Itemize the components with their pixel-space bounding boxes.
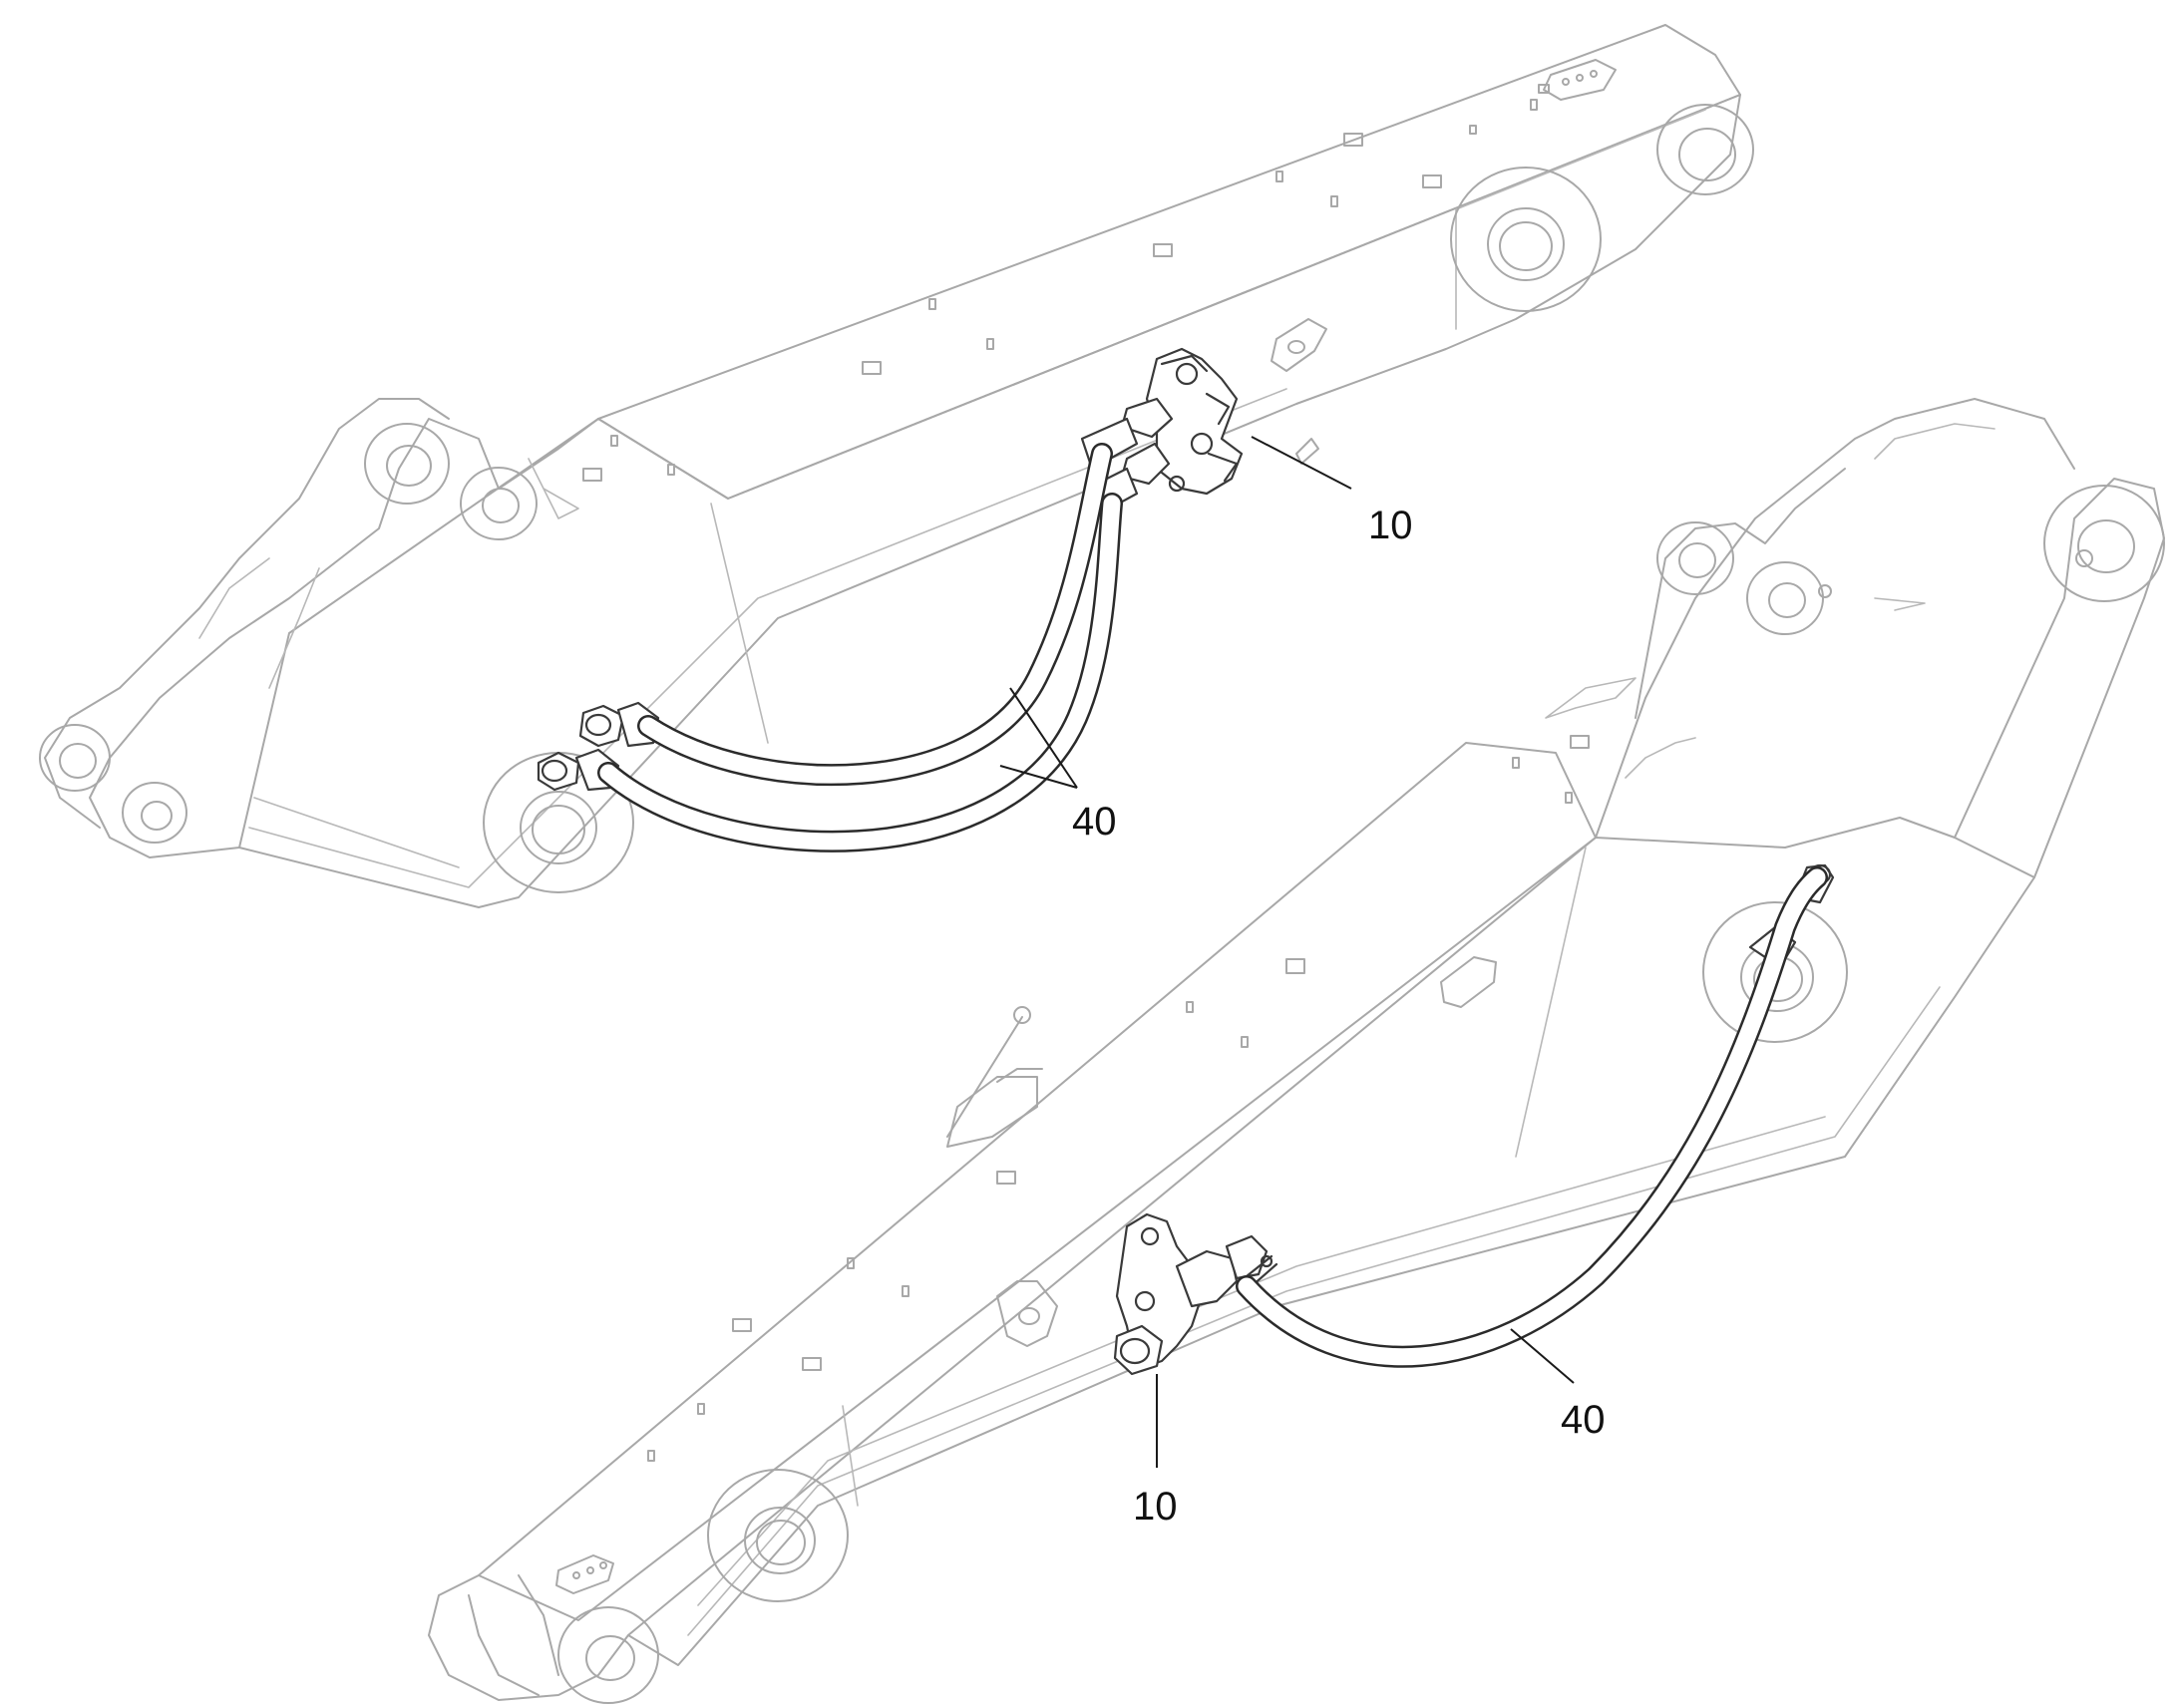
upper-boom-side-panel xyxy=(238,94,1741,908)
upper-boom-mid-pin-boss xyxy=(1450,167,1602,312)
lower-boom-arm xyxy=(428,398,2165,1704)
upper-hoses xyxy=(597,443,1123,853)
callout-upper-40: 40 xyxy=(1072,800,1117,844)
lower-boom-mid-pin-boss xyxy=(1702,901,1848,1043)
callout-lower-40: 40 xyxy=(1561,1398,1606,1442)
lower-boom-linkage-end xyxy=(1954,478,2165,878)
callout-lower-10: 10 xyxy=(1133,1485,1178,1529)
upper-boom-linkage-end xyxy=(89,418,599,858)
lower-boom-bracket xyxy=(1440,956,1497,1008)
callout-upper-10: 10 xyxy=(1368,504,1413,547)
lower-boom-lever-rod xyxy=(946,1016,1023,1138)
callouts: 10 40 40 10 xyxy=(999,436,1606,1529)
lower-hose xyxy=(1236,866,1828,1368)
lower-boom-front-pin-boss xyxy=(707,1469,849,1602)
upper-boom-rear-pin-boss xyxy=(1656,104,1754,195)
lower-hose-assembly xyxy=(1113,863,1835,1376)
lower-boom-rear-pin-boss xyxy=(2043,485,2165,602)
upper-boom-arm xyxy=(39,24,1754,908)
lower-boom-front-end-pin xyxy=(557,1606,659,1704)
lower-boom-side-panel xyxy=(627,817,2035,1666)
upper-boom-lug-plate xyxy=(1543,59,1617,101)
lower-boom-top-face xyxy=(478,742,1597,1621)
